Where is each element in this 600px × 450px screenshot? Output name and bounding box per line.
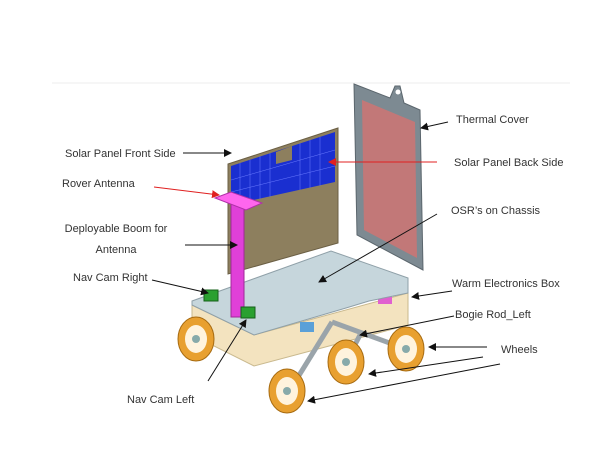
red-callout-arrows xyxy=(153,158,437,199)
label-wheels: Wheels xyxy=(501,344,538,356)
wheel xyxy=(327,339,365,385)
label-solar-front: Solar Panel Front Side xyxy=(65,148,176,160)
label-rover-antenna: Rover Antenna xyxy=(62,178,136,190)
label-osr: OSR’s on Chassis xyxy=(451,205,541,217)
label-solar-back: Solar Panel Back Side xyxy=(454,157,563,169)
label-nav-cam-right: Nav Cam Right xyxy=(73,272,148,284)
wheels xyxy=(177,316,425,414)
label-bogie-rod: Bogie Rod_Left xyxy=(455,309,531,321)
nav-cam-left xyxy=(240,306,256,319)
callout-arrows xyxy=(151,121,501,404)
antenna-boom xyxy=(213,191,264,318)
label-nav-cam-left: Nav Cam Left xyxy=(127,394,194,406)
label-thermal-cover: Thermal Cover xyxy=(456,114,529,126)
solar-panel xyxy=(227,127,339,275)
nav-cam-right xyxy=(203,289,219,302)
thermal-cover xyxy=(353,83,424,271)
label-boom-line2: Antenna xyxy=(96,244,138,256)
wheel xyxy=(387,326,425,372)
wheel xyxy=(177,316,215,362)
wheel xyxy=(268,368,306,414)
label-warm-box: Warm Electronics Box xyxy=(452,278,560,290)
label-boom-line1: Deployable Boom for xyxy=(65,223,168,235)
